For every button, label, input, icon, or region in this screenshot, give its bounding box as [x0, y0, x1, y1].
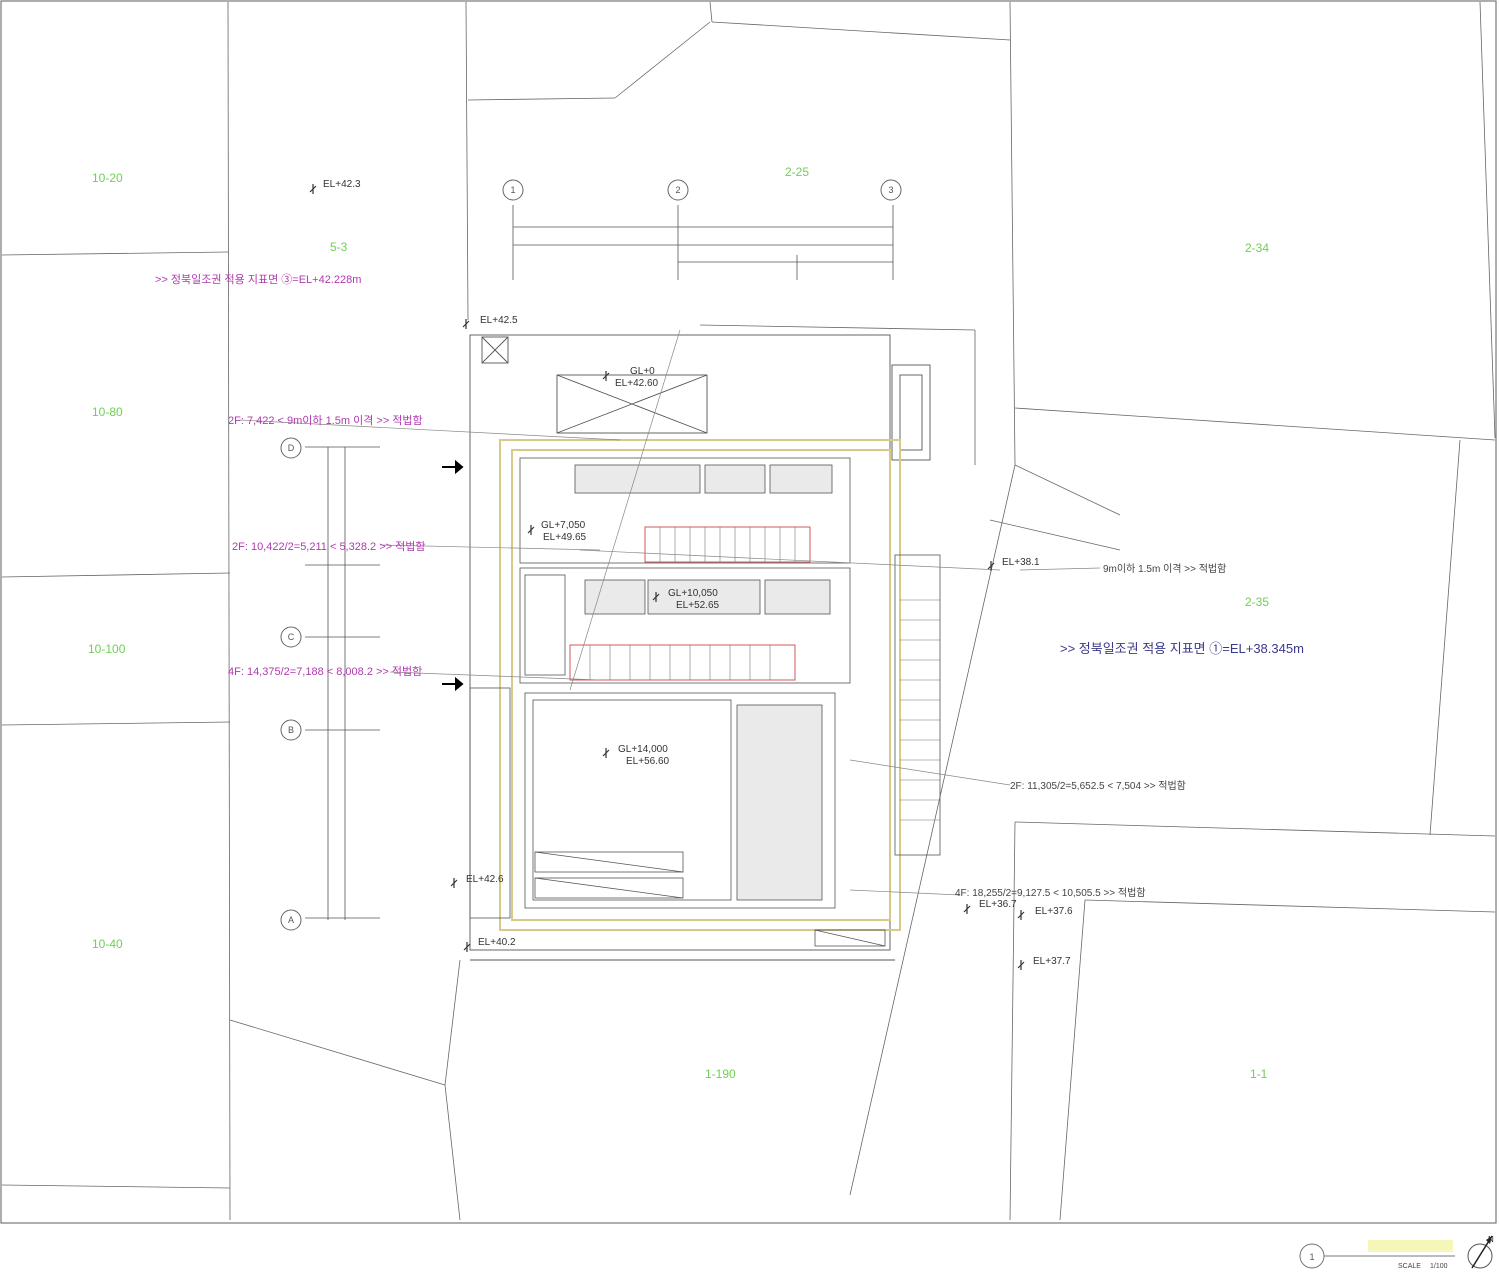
stair-treads	[589, 527, 940, 821]
grid-bubble-d: D	[288, 443, 295, 453]
grid-bubble-2: 2	[675, 185, 680, 195]
elevation-label: EL+38.1	[1002, 557, 1040, 568]
elevation-label: EL+42.6	[466, 874, 504, 885]
grid-dimensions-left	[305, 446, 380, 920]
grid-dimensions-top	[512, 205, 894, 280]
compliance-note: 2F: 7,422 < 9m이하 1.5m 이격 >> 적법함	[228, 413, 423, 427]
scale-value: 1/100	[1430, 1263, 1448, 1270]
elevation-label: GL+0	[630, 366, 655, 377]
lot-label-2-25: 2-25	[785, 165, 809, 179]
arrow-right-icon	[442, 459, 464, 475]
north-arrow-icon: N	[1467, 1235, 1494, 1269]
setback-lines	[239, 329, 1101, 896]
grid-bubbles	[280, 179, 902, 931]
compliance-note: 9m이하 1.5m 이격 >> 적법함	[1103, 562, 1226, 575]
scale-label: SCALE	[1398, 1263, 1421, 1270]
lot-label-10-80: 10-80	[92, 405, 123, 419]
elevation-label: EL+36.7	[979, 899, 1017, 910]
elevation-label: EL+42.5	[480, 315, 518, 326]
lot-label-2-34: 2-34	[1245, 241, 1269, 255]
lot-label-2-35: 2-35	[1245, 595, 1269, 609]
grid-bubble-b: B	[288, 725, 294, 735]
title-block: 1 SCALE 1/100	[1299, 1240, 1455, 1270]
grid-bubble-c: C	[288, 632, 295, 642]
elevation-label: GL+14,000	[618, 744, 668, 755]
compliance-note: 4F: 18,255/2=9,127.5 < 10,505.5 >> 적법함	[955, 887, 1146, 899]
lot-boundaries	[1, 1, 1496, 1221]
elevation-label: EL+52.65	[676, 600, 720, 611]
elevation-label: EL+49.65	[543, 532, 587, 543]
lot-label-1-1: 1-1	[1250, 1067, 1268, 1081]
elevation-label: EL+42.3	[323, 179, 361, 190]
elevation-label: EL+42.60	[615, 378, 659, 389]
elevation-label: GL+10,050	[668, 588, 718, 599]
lot-label-5-3: 5-3	[330, 240, 348, 254]
north-light-datum-note: >> 정북일조권 적용 지표면 ①=EL+38.345m	[1060, 641, 1304, 656]
grid-bubble-a: A	[288, 915, 294, 925]
lot-label-1-190: 1-190	[705, 1067, 736, 1081]
north-light-datum-note: >> 정북일조권 적용 지표면 ③=EL+42.228m	[155, 272, 361, 286]
grid-bubble-3: 3	[888, 185, 893, 195]
stairs	[569, 526, 811, 681]
svg-text:N: N	[1488, 1235, 1494, 1244]
lot-label-10-100: 10-100	[88, 642, 126, 656]
drawing-number: 1	[1309, 1252, 1314, 1262]
lot-label-10-40: 10-40	[92, 937, 123, 951]
building-walls	[499, 439, 901, 931]
elevation-markers	[309, 184, 1025, 970]
elevation-label: EL+37.7	[1033, 956, 1071, 967]
building-interior	[469, 457, 941, 947]
elevation-label: EL+40.2	[478, 937, 516, 948]
arrow-right-icon	[442, 676, 464, 692]
grid-bubble-1: 1	[510, 185, 515, 195]
elevation-label: EL+56.60	[626, 756, 670, 767]
lot-label-10-20: 10-20	[92, 171, 123, 185]
compliance-note: 4F: 14,375/2=7,188 < 8,008.2 >> 적법함	[228, 665, 422, 678]
elevation-label: GL+7,050	[541, 520, 586, 531]
compliance-note: 2F: 10,422/2=5,211 < 5,328.2 >> 적법함	[232, 540, 425, 553]
site-outline	[469, 334, 931, 961]
compliance-note: 2F: 11,305/2=5,652.5 < 7,504 >> 적법함	[1010, 780, 1186, 792]
elevation-label: EL+37.6	[1035, 906, 1073, 917]
